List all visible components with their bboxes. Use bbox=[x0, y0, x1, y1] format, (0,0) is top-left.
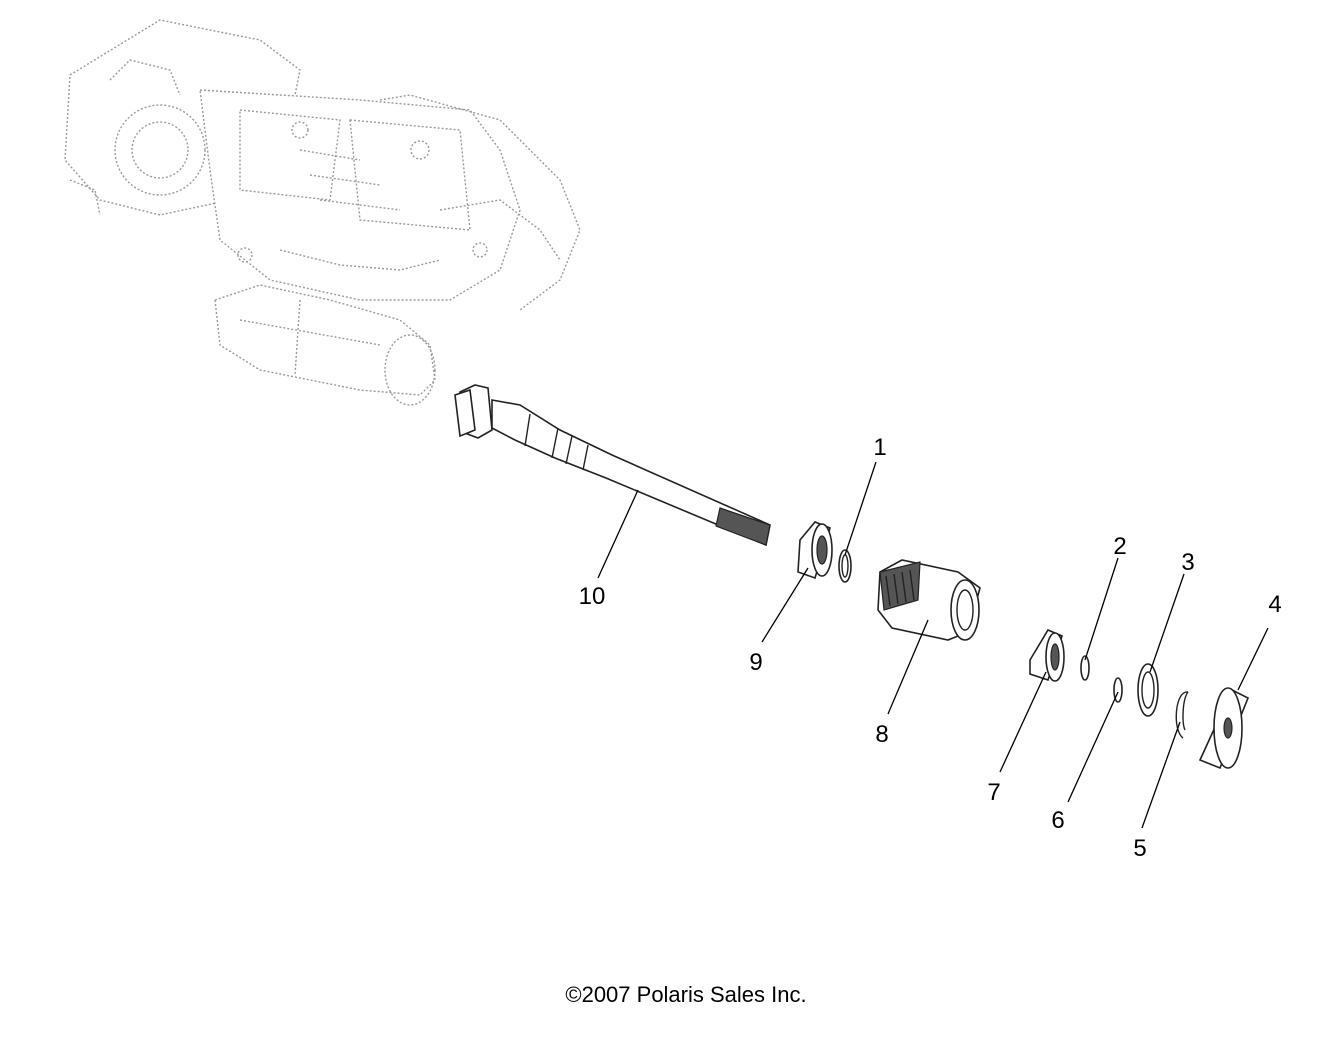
leader-6 bbox=[1067, 691, 1119, 803]
callout-7: 7 bbox=[987, 779, 1000, 806]
leader-9 bbox=[761, 567, 809, 643]
callout-3: 3 bbox=[1181, 549, 1194, 576]
part-3-washer bbox=[1137, 663, 1159, 717]
callout-6: 6 bbox=[1051, 807, 1064, 834]
leader-1 bbox=[844, 461, 877, 556]
part-2-snap-ring bbox=[1080, 655, 1090, 681]
leader-2 bbox=[1084, 557, 1119, 661]
callout-4: 4 bbox=[1268, 591, 1281, 618]
callout-5: 5 bbox=[1133, 835, 1146, 862]
part-8-gear-hub bbox=[877, 559, 981, 641]
part-10-shaft bbox=[454, 384, 771, 547]
leader-8 bbox=[887, 619, 929, 715]
callout-9: 9 bbox=[749, 649, 762, 676]
leader-lines bbox=[597, 461, 1269, 829]
leader-10 bbox=[597, 489, 639, 579]
callout-8: 8 bbox=[875, 721, 888, 748]
callout-10: 10 bbox=[579, 583, 606, 610]
callout-labels: 1 2 3 4 5 6 7 8 9 10 bbox=[579, 434, 1282, 862]
copyright-notice: ©2007 Polaris Sales Inc. bbox=[565, 982, 806, 1007]
part-9-bearing bbox=[797, 521, 833, 580]
leader-5 bbox=[1141, 721, 1181, 829]
leader-7 bbox=[999, 671, 1047, 773]
part-4-flange bbox=[1198, 687, 1250, 770]
callout-2: 2 bbox=[1113, 533, 1126, 560]
part-7-bearing bbox=[1029, 628, 1065, 682]
part-5-circlip bbox=[1175, 691, 1189, 739]
engine-housing-ghost bbox=[64, 19, 581, 406]
callout-1: 1 bbox=[873, 434, 886, 461]
leader-4 bbox=[1237, 627, 1269, 691]
leader-3 bbox=[1149, 573, 1185, 673]
